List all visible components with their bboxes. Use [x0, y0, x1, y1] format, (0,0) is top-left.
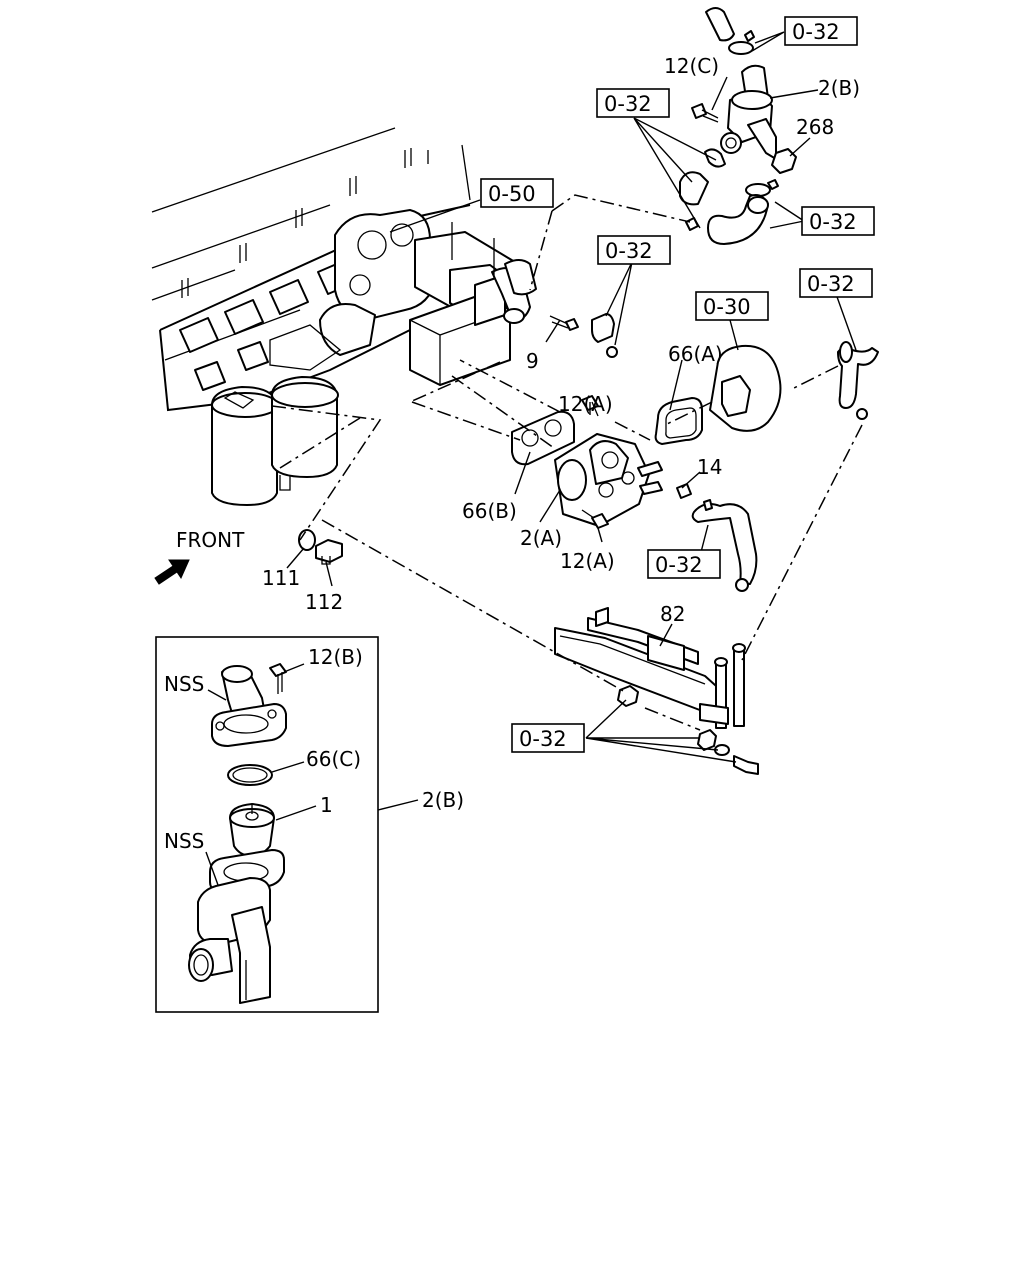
svg-text:0-32: 0-32 [604, 92, 652, 116]
part-labels: 12(C) 2(B) 268 9 12(A) 66(A) 14 66(B) 2(… [164, 54, 860, 853]
upper-hose-assembly [679, 7, 797, 245]
label-66a: 66(A) [668, 342, 723, 366]
front-indicator: FRONT [154, 528, 245, 585]
svg-text:0-32: 0-32 [655, 553, 703, 577]
ref-box-mid: 0-32 [597, 235, 671, 265]
engine-block [151, 127, 537, 412]
oring-and-plug [298, 529, 343, 565]
leader-lines [271, 31, 863, 763]
right-hoses [691, 341, 879, 592]
label-66c: 66(C) [306, 747, 361, 771]
ref-box-right: 0-32 [799, 268, 873, 298]
label-9: 9 [526, 349, 539, 373]
manifold-studs [181, 148, 429, 298]
oil-filters [211, 324, 342, 506]
ref-box-top: 0-32 [784, 16, 858, 46]
inset-detail [155, 636, 419, 1013]
label-12b: 12(B) [308, 645, 363, 669]
reference-boxes: 0-32 0-32 0-32 0-50 0-32 0-30 0-32 0-32 [480, 16, 875, 753]
front-label: FRONT [176, 528, 245, 552]
front-arrow-icon [154, 559, 190, 585]
ref-box-0-30: 0-30 [695, 291, 769, 321]
svg-text:0-50: 0-50 [488, 182, 536, 206]
label-12a-bottom: 12(A) [560, 549, 615, 573]
svg-text:0-30: 0-30 [703, 295, 751, 319]
label-2a: 2(A) [520, 526, 562, 550]
label-2b-top: 2(B) [818, 76, 860, 100]
thermostat-housing-2a [511, 313, 782, 529]
water-pipe-82 [554, 607, 759, 775]
label-268: 268 [796, 115, 834, 139]
svg-text:0-32: 0-32 [807, 272, 855, 296]
svg-text:0-32: 0-32 [809, 210, 857, 234]
svg-text:0-32: 0-32 [519, 727, 567, 751]
label-66b: 66(B) [462, 499, 517, 523]
ref-box-lower: 0-32 [647, 549, 721, 579]
ref-box-upper-left: 0-32 [596, 88, 670, 118]
label-1: 1 [320, 793, 333, 817]
ref-box-0-50: 0-50 [480, 178, 554, 208]
ref-box-bottom: 0-32 [511, 723, 585, 753]
label-82: 82 [660, 602, 685, 626]
svg-text:0-32: 0-32 [605, 239, 653, 263]
label-nss-bottom: NSS [164, 829, 204, 853]
svg-text:0-32: 0-32 [792, 20, 840, 44]
label-2b-inset: 2(B) [422, 788, 464, 812]
label-12a-top: 12(A) [558, 392, 613, 416]
label-111: 111 [262, 566, 300, 590]
label-12c: 12(C) [664, 54, 719, 78]
label-14: 14 [697, 455, 722, 479]
ref-box-upper-right: 0-32 [801, 206, 875, 236]
label-112: 112 [305, 590, 343, 614]
label-nss-top: NSS [164, 672, 204, 696]
